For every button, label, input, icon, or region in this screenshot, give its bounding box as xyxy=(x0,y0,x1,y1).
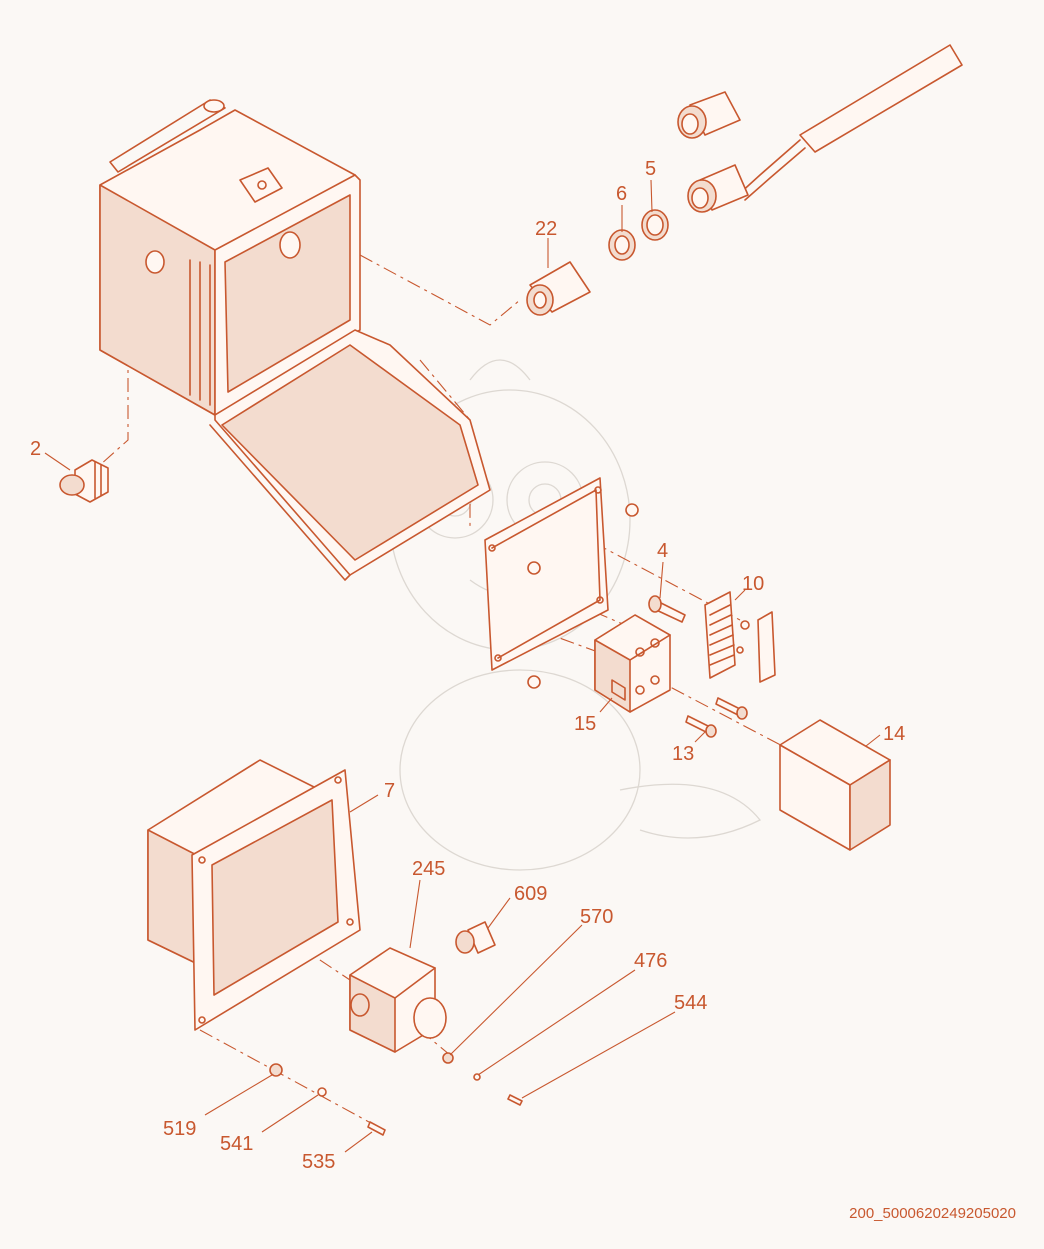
drawing-code: 200_5000620249205020 xyxy=(849,1205,1016,1222)
part-7-flush-frame xyxy=(147,759,361,1031)
small-hardware xyxy=(269,1052,523,1136)
part-5-seal-ring xyxy=(641,209,669,241)
label-part-7: 7 xyxy=(384,780,395,802)
label-part-6: 6 xyxy=(616,183,627,205)
part-609-gland xyxy=(455,921,496,954)
label-part-10: 10 xyxy=(742,573,764,595)
label-part-15: 15 xyxy=(574,713,596,735)
label-part-519: 519 xyxy=(163,1118,196,1140)
part-245-button-housing xyxy=(349,947,447,1053)
label-part-535: 535 xyxy=(302,1151,335,1173)
label-part-570: 570 xyxy=(580,906,613,928)
part-6-lock-nut xyxy=(608,229,636,261)
label-part-541: 541 xyxy=(220,1133,253,1155)
part-10-terminal-strip xyxy=(704,591,776,683)
cable-gland-upper xyxy=(677,91,741,139)
mounting-plate xyxy=(484,477,639,689)
part-15-relay-block xyxy=(594,614,671,713)
part-4-screw xyxy=(648,595,686,623)
label-part-544: 544 xyxy=(674,992,707,1014)
part-2-push-button xyxy=(59,459,109,503)
part-labels: 2 22 6 5 4 10 15 13 14 7 245 609 570 476… xyxy=(30,158,905,1173)
part-13-screws xyxy=(685,697,748,738)
label-part-2: 2 xyxy=(30,438,41,460)
enclosure-door xyxy=(209,329,491,581)
label-part-5: 5 xyxy=(645,158,656,180)
part-22-spacer xyxy=(526,261,591,316)
label-part-14: 14 xyxy=(883,723,905,745)
label-part-22: 22 xyxy=(535,218,557,240)
label-part-13: 13 xyxy=(672,743,694,765)
part-14-cover xyxy=(779,719,891,851)
cable xyxy=(737,44,963,201)
enclosure-box xyxy=(99,99,361,416)
label-part-4: 4 xyxy=(657,540,668,562)
label-part-609: 609 xyxy=(514,883,547,905)
label-part-245: 245 xyxy=(412,858,445,880)
cable-gland-lower xyxy=(687,164,749,213)
leader-lines xyxy=(44,179,881,1153)
label-part-476: 476 xyxy=(634,950,667,972)
